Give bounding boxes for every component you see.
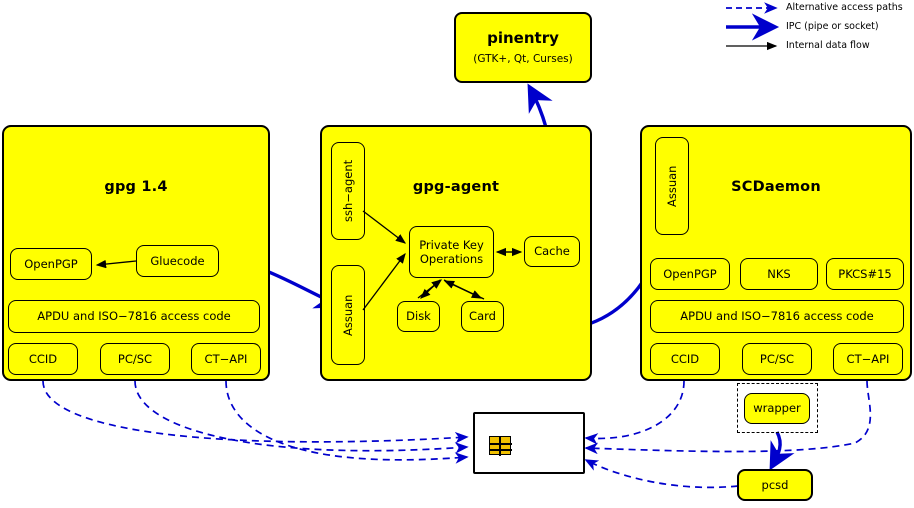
agent-card-box[interactable]: Card: [461, 301, 504, 332]
scd-driver-pcsc-label: PC/SC: [759, 351, 795, 366]
legend-label-internal: Internal data flow: [786, 40, 870, 51]
legend-label-ipc: IPC (pipe or socket): [786, 21, 879, 32]
gpg-driver-ccid[interactable]: CCID: [8, 343, 78, 375]
scd-app-nks-label: NKS: [767, 266, 791, 281]
pinentry-box[interactable]: pinentry (GTK+, Qt, Curses): [454, 12, 592, 83]
scd-driver-ccid[interactable]: CCID: [650, 343, 720, 375]
scd-driver-ctapi-label: CT−API: [846, 351, 890, 366]
scd-apdu-box[interactable]: APDU and ISO−7816 access code: [650, 300, 904, 333]
alt-path-gpg-ccid: [42, 380, 469, 444]
wrapper-box[interactable]: wrapper: [744, 393, 810, 424]
agent-disk-box[interactable]: Disk: [397, 301, 440, 332]
scdaemon-title: SCDaemon: [731, 179, 821, 195]
flow-assuan-to-pko: [362, 252, 406, 311]
gpg-driver-pcsc-label: PC/SC: [117, 351, 153, 366]
agent-cache-label: Cache: [534, 244, 570, 259]
alt-path-gpg-ctapi: [225, 380, 469, 464]
legend-label-alt-path: Alternative access paths: [786, 2, 903, 13]
gpg-title: gpg 1.4: [104, 179, 168, 195]
pinentry-subtitle: (GTK+, Qt, Curses): [473, 52, 573, 65]
scd-app-pkcs15[interactable]: PKCS#15: [826, 258, 904, 290]
smartcard-chip-icon: [489, 436, 512, 456]
scd-apdu-label: APDU and ISO−7816 access code: [680, 309, 874, 324]
scd-app-pkcs15-label: PKCS#15: [838, 266, 892, 281]
gpg-apdu-label: APDU and ISO−7816 access code: [37, 309, 231, 324]
gpg-gluecode-box[interactable]: Gluecode: [136, 245, 219, 277]
scd-app-openpgp-label: OpenPGP: [663, 266, 717, 281]
agent-card-label: Card: [469, 309, 496, 324]
scd-driver-ccid-label: CCID: [670, 351, 700, 366]
alt-path-scd-ctapi: [584, 380, 872, 455]
legend: Alternative access paths IPC (pipe or so…: [724, 0, 914, 51]
scd-app-nks[interactable]: NKS: [740, 258, 818, 290]
gpg-agent-title: gpg-agent: [412, 179, 500, 195]
alt-path-pcsd-card: [584, 459, 739, 489]
alt-path-group-scdaemon: [584, 380, 872, 489]
scd-app-openpgp[interactable]: OpenPGP: [650, 258, 730, 290]
wrapper-label: wrapper: [753, 401, 801, 416]
scd-driver-pcsc[interactable]: PC/SC: [742, 343, 812, 375]
flow-card-to-pko: [443, 280, 485, 300]
gpg-openpgp-label: OpenPGP: [24, 256, 78, 271]
panel-gpg: gpg 1.4: [2, 125, 270, 381]
gpg-driver-ctapi-label: CT−API: [204, 351, 248, 366]
flow-ssh-agent-to-pko: [362, 210, 407, 244]
alt-path-gpg-pcsc: [134, 380, 469, 454]
pcsd-label: pcsd: [761, 477, 789, 492]
gpg-openpgp-box[interactable]: OpenPGP: [10, 248, 92, 280]
gpg-driver-ctapi[interactable]: CT−API: [191, 343, 261, 375]
flow-gluecode-to-openpgp: [95, 259, 137, 269]
gpg-driver-pcsc[interactable]: PC/SC: [100, 343, 170, 375]
alt-path-group-gpg: [42, 380, 469, 464]
ipc-wrapper-to-pcsd: [769, 431, 795, 471]
smartcard[interactable]: [473, 412, 585, 474]
agent-private-key-ops-box[interactable]: Private Key Operations: [409, 226, 494, 278]
alt-path-scd-ccid: [584, 380, 685, 445]
pinentry-title: pinentry: [487, 29, 559, 48]
gpg-apdu-box[interactable]: APDU and ISO−7816 access code: [8, 300, 260, 333]
agent-disk-label: Disk: [406, 309, 431, 324]
wrapper-dashed-group: [737, 383, 818, 433]
agent-cache-box[interactable]: Cache: [524, 236, 580, 267]
agent-private-key-line1: Private Key: [419, 237, 484, 252]
flow-disk-to-pko: [417, 279, 443, 299]
scd-driver-ctapi[interactable]: CT−API: [833, 343, 903, 375]
agent-private-key-line2: Operations: [419, 252, 484, 266]
gpg-gluecode-label: Gluecode: [150, 253, 205, 268]
gpg-driver-ccid-label: CCID: [28, 351, 58, 366]
